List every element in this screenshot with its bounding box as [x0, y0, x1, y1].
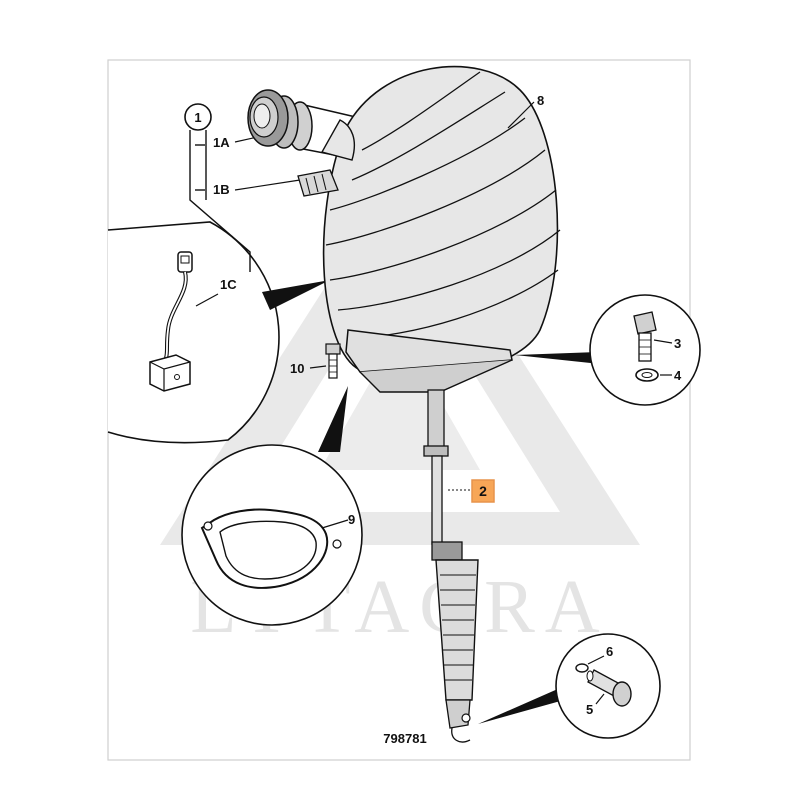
drawing-number: 798781 — [383, 731, 426, 746]
highlight-box — [471, 479, 495, 503]
callout-2-group[interactable]: 2 — [448, 479, 495, 503]
callout-4: 4 — [674, 368, 682, 383]
callout-1-group: 1 1A 1B 1C — [184, 103, 301, 307]
callout-1b: 1B — [213, 182, 230, 197]
control-shaft-2 — [423, 389, 479, 743]
leader-wedge — [262, 280, 330, 310]
detail-circle-9: 9 — [181, 386, 363, 626]
callout-1: 1 — [194, 110, 201, 125]
connector-1c — [149, 251, 193, 392]
switch-1b — [297, 169, 339, 197]
detail-circle-3-4: 3 4 — [515, 294, 701, 406]
detail-circle-5-6: 6 5 — [478, 633, 661, 739]
screw-10 — [325, 343, 341, 379]
leader-wedge-9 — [318, 386, 348, 452]
callout-10: 10 — [290, 361, 304, 376]
callout-5: 5 — [586, 702, 593, 717]
callout-9: 9 — [348, 512, 355, 527]
pin-5 — [586, 669, 632, 707]
bolt-3 — [633, 311, 657, 362]
callout-1c: 1C — [220, 277, 237, 292]
detail-circle-1c — [107, 221, 330, 444]
clip-6 — [575, 663, 589, 673]
leader-wedge-3-4 — [515, 352, 600, 364]
leader-wedge-5-6 — [478, 688, 564, 724]
callout-1a: 1A — [213, 135, 230, 150]
callout-8: 8 — [537, 93, 544, 108]
callout-6: 6 — [606, 644, 613, 659]
bellows-boot-8 — [320, 65, 561, 393]
callout-3: 3 — [674, 336, 681, 351]
callout-2[interactable]: 2 — [479, 483, 487, 499]
